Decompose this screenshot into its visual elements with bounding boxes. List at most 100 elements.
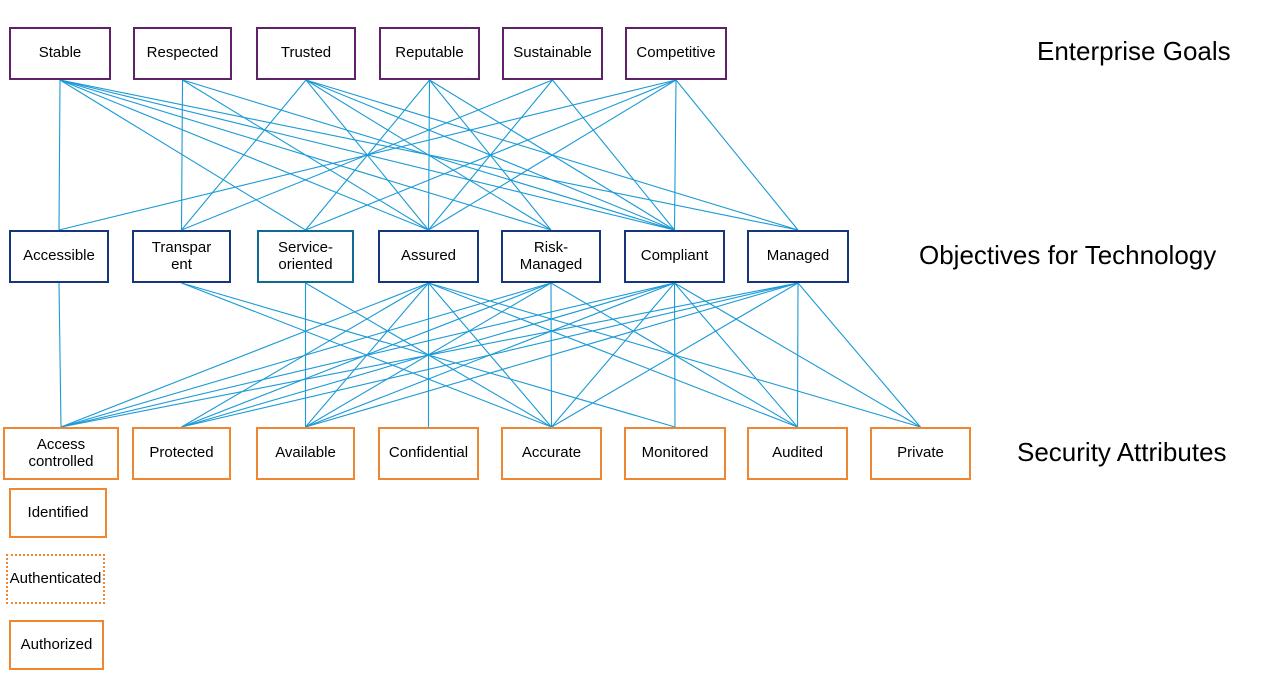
- link-transparent-to-accurate: [181, 282, 552, 428]
- node-label-reputable: Reputable: [395, 44, 464, 62]
- node-confidential[interactable]: Confidential: [378, 427, 479, 480]
- node-label-private: Private: [897, 444, 944, 462]
- link-stable-to-managed: [59, 79, 799, 231]
- link-reputable-to-service-oriented: [305, 79, 430, 231]
- link-risk-managed-to-accurate: [550, 282, 553, 428]
- link-trusted-to-assured: [305, 79, 429, 231]
- node-label-transparent: Transpar ent: [151, 238, 212, 273]
- node-stable[interactable]: Stable: [9, 27, 111, 80]
- node-service-oriented[interactable]: Service- oriented: [257, 230, 354, 283]
- link-competitive-to-service-oriented: [305, 79, 677, 231]
- link-competitive-to-compliant: [673, 79, 677, 231]
- link-assured-to-accurate: [428, 282, 552, 428]
- node-protected[interactable]: Protected: [132, 427, 231, 480]
- node-available[interactable]: Available: [256, 427, 355, 480]
- node-identified[interactable]: Identified: [9, 488, 107, 538]
- link-stable-to-service-oriented: [59, 79, 306, 231]
- link-assured-to-private: [428, 282, 921, 428]
- link-sustainable-to-assured: [428, 79, 553, 231]
- node-label-sustainable: Sustainable: [513, 44, 592, 62]
- link-competitive-to-managed: [675, 79, 799, 231]
- node-label-assured: Assured: [400, 247, 457, 265]
- link-assured-to-audited: [428, 282, 798, 428]
- link-accessible-to-access-controlled: [58, 282, 62, 428]
- node-risk-managed[interactable]: Risk- Managed: [501, 230, 601, 283]
- node-label-accurate: Accurate: [521, 444, 582, 462]
- link-respected-to-transparent: [180, 79, 184, 231]
- link-assured-to-access-controlled: [60, 282, 429, 428]
- link-transparent-to-monitored: [181, 282, 676, 428]
- node-accessible[interactable]: Accessible: [9, 230, 109, 283]
- link-risk-managed-to-protected: [181, 282, 552, 428]
- node-assured[interactable]: Assured: [378, 230, 479, 283]
- link-sustainable-to-transparent: [181, 79, 553, 231]
- link-service-oriented-to-accurate: [305, 282, 552, 428]
- link-risk-managed-to-audited: [550, 282, 798, 428]
- node-audited[interactable]: Audited: [747, 427, 848, 480]
- node-label-authorized: Authorized: [20, 635, 93, 653]
- node-trusted[interactable]: Trusted: [256, 27, 356, 80]
- link-risk-managed-to-available: [305, 282, 552, 428]
- node-label-access-controlled: Access controlled: [28, 435, 94, 470]
- node-access-controlled[interactable]: Access controlled: [3, 427, 119, 480]
- link-reputable-to-risk-managed: [429, 79, 552, 231]
- link-assured-to-protected: [181, 282, 429, 428]
- link-trusted-to-managed: [305, 79, 799, 231]
- node-label-risk-managed: Risk- Managed: [519, 238, 583, 273]
- node-sustainable[interactable]: Sustainable: [502, 27, 603, 80]
- tier-label-enterprise-goals: Enterprise Goals: [1037, 36, 1231, 66]
- link-reputable-to-assured: [427, 79, 431, 231]
- link-assured-to-available: [305, 282, 429, 428]
- link-competitive-to-assured: [428, 79, 677, 231]
- node-label-stable: Stable: [38, 44, 82, 62]
- link-compliant-to-access-controlled: [60, 282, 675, 428]
- node-label-available: Available: [275, 444, 336, 462]
- node-managed[interactable]: Managed: [747, 230, 849, 283]
- link-respected-to-compliant: [182, 79, 675, 231]
- link-managed-to-protected: [181, 282, 799, 428]
- tier-label-objectives-for-technology: Objectives for Technology: [919, 240, 1217, 270]
- node-authorized[interactable]: Authorized: [9, 620, 104, 670]
- node-label-protected: Protected: [149, 444, 214, 462]
- link-risk-managed-to-access-controlled: [60, 282, 552, 428]
- link-stable-to-compliant: [59, 79, 675, 231]
- link-stable-to-risk-managed: [59, 79, 552, 231]
- node-private[interactable]: Private: [870, 427, 971, 480]
- link-compliant-to-audited: [674, 282, 798, 428]
- node-reputable[interactable]: Reputable: [379, 27, 480, 80]
- link-stable-to-assured: [59, 79, 429, 231]
- link-respected-to-assured: [182, 79, 429, 231]
- link-stable-to-accessible: [58, 79, 61, 231]
- link-managed-to-available: [305, 282, 799, 428]
- link-compliant-to-accurate: [551, 282, 675, 428]
- node-label-respected: Respected: [146, 44, 219, 62]
- node-authenticated[interactable]: Authenticated: [6, 554, 105, 604]
- tier-label-security-attributes: Security Attributes: [1017, 437, 1227, 467]
- node-competitive[interactable]: Competitive: [625, 27, 727, 80]
- link-managed-to-audited: [796, 282, 799, 428]
- link-trusted-to-compliant: [305, 79, 675, 231]
- link-compliant-to-private: [674, 282, 921, 428]
- link-trusted-to-transparent: [181, 79, 307, 231]
- node-respected[interactable]: Respected: [133, 27, 232, 80]
- link-competitive-to-accessible: [58, 79, 677, 231]
- link-compliant-to-protected: [181, 282, 675, 428]
- link-sustainable-to-compliant: [552, 79, 675, 231]
- node-label-authenticated: Authenticated: [9, 569, 102, 587]
- node-compliant[interactable]: Compliant: [624, 230, 725, 283]
- link-reputable-to-compliant: [429, 79, 675, 231]
- link-compliant-to-monitored: [673, 282, 676, 428]
- node-label-monitored: Monitored: [641, 444, 709, 462]
- node-label-service-oriented: Service- oriented: [277, 238, 333, 273]
- node-label-trusted: Trusted: [280, 44, 332, 62]
- link-compliant-to-available: [305, 282, 675, 428]
- link-managed-to-private: [797, 282, 921, 428]
- node-transparent[interactable]: Transpar ent: [132, 230, 231, 283]
- node-label-managed: Managed: [766, 247, 830, 265]
- node-monitored[interactable]: Monitored: [624, 427, 726, 480]
- node-label-accessible: Accessible: [23, 247, 95, 265]
- node-label-competitive: Competitive: [636, 44, 716, 62]
- node-accurate[interactable]: Accurate: [501, 427, 602, 480]
- link-trusted-to-risk-managed: [305, 79, 552, 231]
